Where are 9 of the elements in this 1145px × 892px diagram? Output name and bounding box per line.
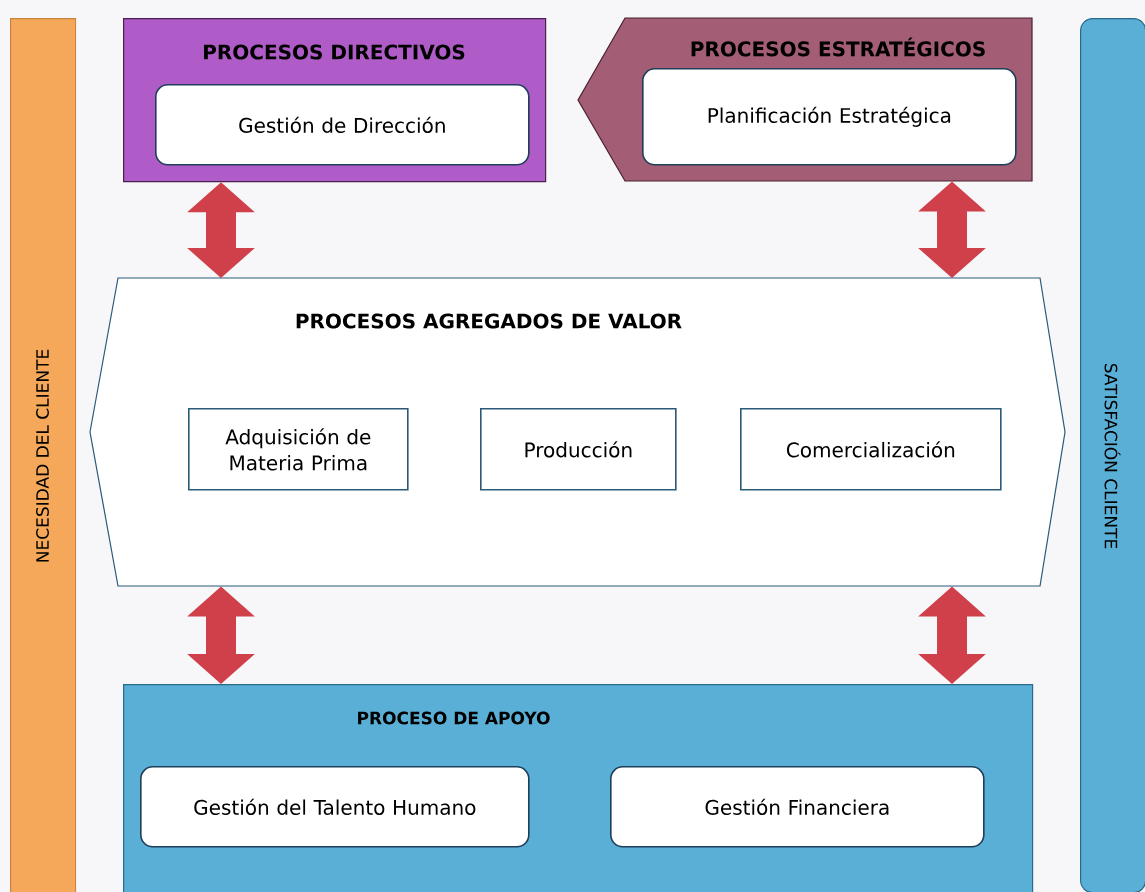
process-box: Planificación Estratégica bbox=[642, 68, 1017, 166]
process-box: Producción bbox=[480, 408, 677, 491]
side-bar: NECESIDAD DEL CLIENTE bbox=[10, 18, 77, 892]
side-bar: SATISFACIÓN CLIENTE bbox=[1080, 18, 1145, 892]
process-box: Adquisición de Materia Prima bbox=[188, 408, 409, 491]
process-box: Gestión del Talento Humano bbox=[140, 766, 530, 848]
process-box: Comercialización bbox=[740, 408, 1002, 491]
process-box: Gestión de Dirección bbox=[155, 84, 530, 166]
process-box: Gestión Financiera bbox=[610, 766, 985, 848]
